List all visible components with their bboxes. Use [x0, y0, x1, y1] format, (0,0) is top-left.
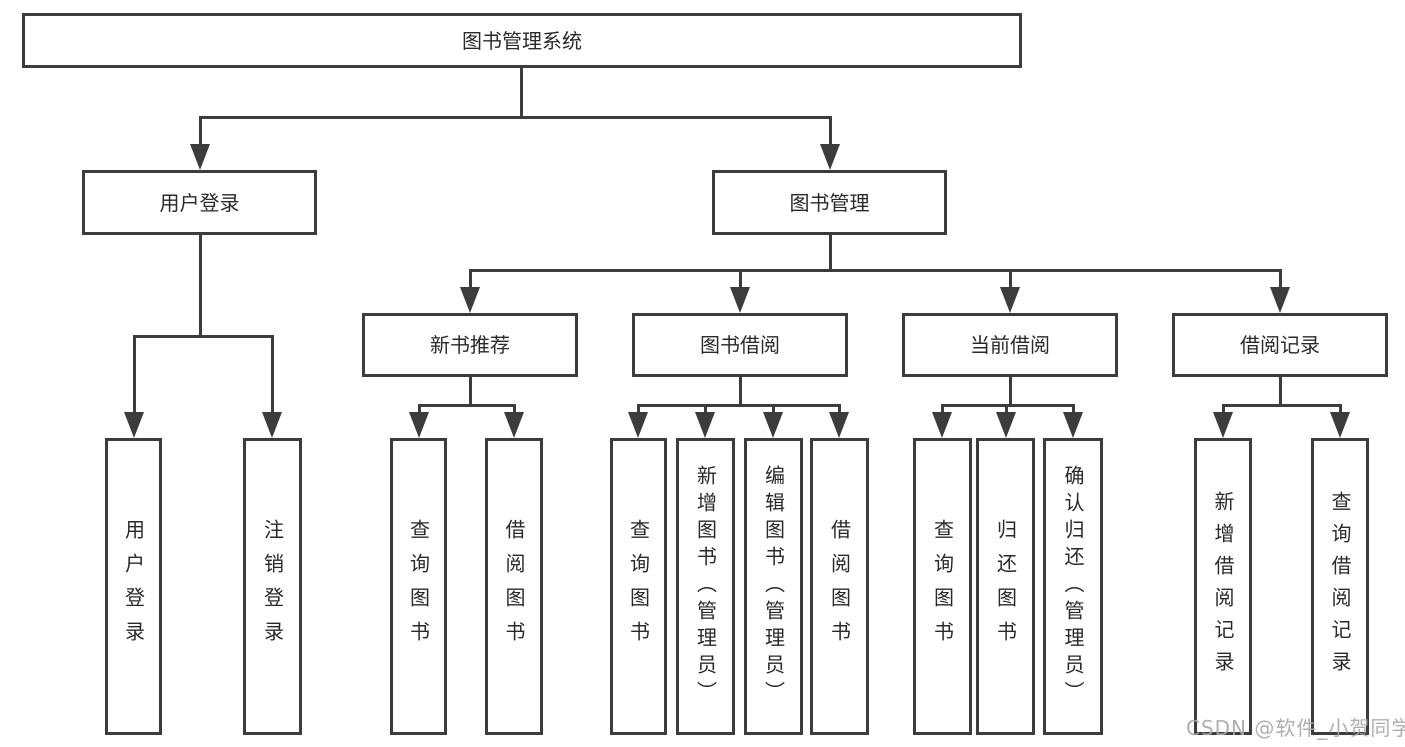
leaf-edit-books-admin: 编辑图书（管理员） — [744, 438, 803, 735]
connector-line — [199, 116, 202, 146]
node-root-label: 图书管理系统 — [462, 28, 582, 53]
connector-line — [1009, 269, 1012, 289]
node-borrow-records: 借阅记录 — [1172, 313, 1388, 377]
connector-line — [1279, 269, 1282, 289]
edge-currentborrow-stem — [1009, 377, 1012, 406]
leaf-label: 查询图书 — [406, 518, 431, 655]
node-label: 图书借阅 — [700, 333, 780, 357]
leaf-label: 用户登录 — [121, 518, 146, 655]
connector-line — [271, 335, 274, 413]
edge-newbooks-hbar — [418, 404, 516, 407]
node-label: 用户登录 — [159, 190, 240, 215]
leaf-label: 借阅图书 — [502, 518, 526, 655]
connector-line — [469, 269, 472, 289]
leaf-query-books-1: 查询图书 — [390, 438, 447, 735]
connector-line — [1072, 404, 1075, 414]
edge-userlogin-hbar — [133, 335, 274, 338]
connector-line — [637, 404, 640, 414]
leaf-borrow-books-1: 借阅图书 — [485, 438, 543, 735]
edge-bookmgmt-stem — [829, 235, 832, 271]
arrowhead-down-icon — [996, 412, 1016, 438]
arrowhead-down-icon — [409, 412, 429, 438]
leaf-confirm-return-admin: 确认归还（管理员） — [1043, 438, 1103, 735]
node-label: 新书推荐 — [430, 333, 510, 357]
arrowhead-down-icon — [460, 287, 480, 313]
node-label: 当前借阅 — [970, 333, 1050, 357]
leaf-query-borrow-record: 查询借阅记录 — [1311, 438, 1369, 735]
edge-level3-hbar — [469, 269, 1282, 272]
connector-line — [1222, 404, 1225, 414]
leaf-label: 确认归还（管理员） — [1061, 465, 1085, 708]
leaf-logout: 注销登录 — [243, 438, 302, 735]
arrowhead-down-icon — [820, 144, 840, 170]
leaf-label: 编辑图书（管理员） — [761, 465, 786, 708]
connector-line — [704, 404, 707, 414]
arrowhead-down-icon — [1213, 412, 1233, 438]
edge-userlogin-stem — [199, 235, 202, 337]
arrowhead-down-icon — [763, 412, 783, 438]
arrowhead-down-icon — [628, 412, 648, 438]
leaf-label: 查询借阅记录 — [1328, 490, 1352, 683]
edge-records-hbar — [1222, 404, 1342, 407]
arrowhead-down-icon — [190, 144, 210, 170]
leaf-add-books-admin: 新增图书（管理员） — [676, 438, 735, 735]
arrowhead-down-icon — [730, 287, 750, 313]
leaf-borrow-books-2: 借阅图书 — [810, 438, 869, 735]
arrowhead-down-icon — [829, 412, 849, 438]
connector-line — [1005, 404, 1008, 414]
watermark: CSDN @软件_小贺同学 — [1186, 716, 1405, 740]
connector-line — [513, 404, 516, 414]
arrowhead-down-icon — [124, 412, 144, 438]
edge-root-hbar — [199, 116, 832, 119]
leaf-user-login: 用户登录 — [105, 438, 162, 735]
arrowhead-down-icon — [504, 412, 524, 438]
leaf-label: 新增图书（管理员） — [693, 465, 718, 708]
edge-currentborrow-hbar — [941, 404, 1075, 407]
node-new-books: 新书推荐 — [362, 313, 578, 377]
connector-line — [418, 404, 421, 414]
connector-line — [772, 404, 775, 414]
leaf-label: 新增借阅记录 — [1211, 490, 1235, 683]
node-root: 图书管理系统 — [22, 13, 1022, 68]
leaf-query-books-3: 查询图书 — [913, 438, 972, 735]
connector-line — [829, 116, 832, 146]
edge-records-stem — [1279, 377, 1282, 406]
node-current-borrow: 当前借阅 — [902, 313, 1118, 377]
leaf-label: 借阅图书 — [827, 518, 852, 655]
leaf-query-books-2: 查询图书 — [610, 438, 667, 735]
arrowhead-down-icon — [932, 412, 952, 438]
arrowhead-down-icon — [1330, 412, 1350, 438]
connector-line — [838, 404, 841, 414]
leaf-label: 注销登录 — [260, 518, 285, 655]
node-label: 借阅记录 — [1240, 333, 1320, 357]
leaf-label: 查询图书 — [930, 518, 955, 655]
arrowhead-down-icon — [1270, 287, 1290, 313]
connector-line — [739, 269, 742, 289]
edge-bookborrow-stem — [739, 377, 742, 406]
node-user-login: 用户登录 — [82, 170, 317, 235]
arrowhead-down-icon — [262, 412, 282, 438]
leaf-add-borrow-record: 新增借阅记录 — [1194, 438, 1252, 735]
arrowhead-down-icon — [1000, 287, 1020, 313]
edge-newbooks-stem — [469, 377, 472, 406]
leaf-return-books: 归还图书 — [976, 438, 1035, 735]
arrowhead-down-icon — [695, 412, 715, 438]
connector-line — [941, 404, 944, 414]
arrowhead-down-icon — [1063, 412, 1083, 438]
connector-line — [133, 335, 136, 413]
leaf-label: 归还图书 — [993, 518, 1018, 655]
node-label: 图书管理 — [789, 190, 870, 215]
edge-bookborrow-hbar — [637, 404, 841, 407]
edge-root-stem — [520, 68, 523, 118]
node-book-management: 图书管理 — [712, 170, 947, 235]
node-book-borrow: 图书借阅 — [632, 313, 848, 377]
leaf-label: 查询图书 — [626, 518, 651, 655]
connector-line — [1339, 404, 1342, 414]
